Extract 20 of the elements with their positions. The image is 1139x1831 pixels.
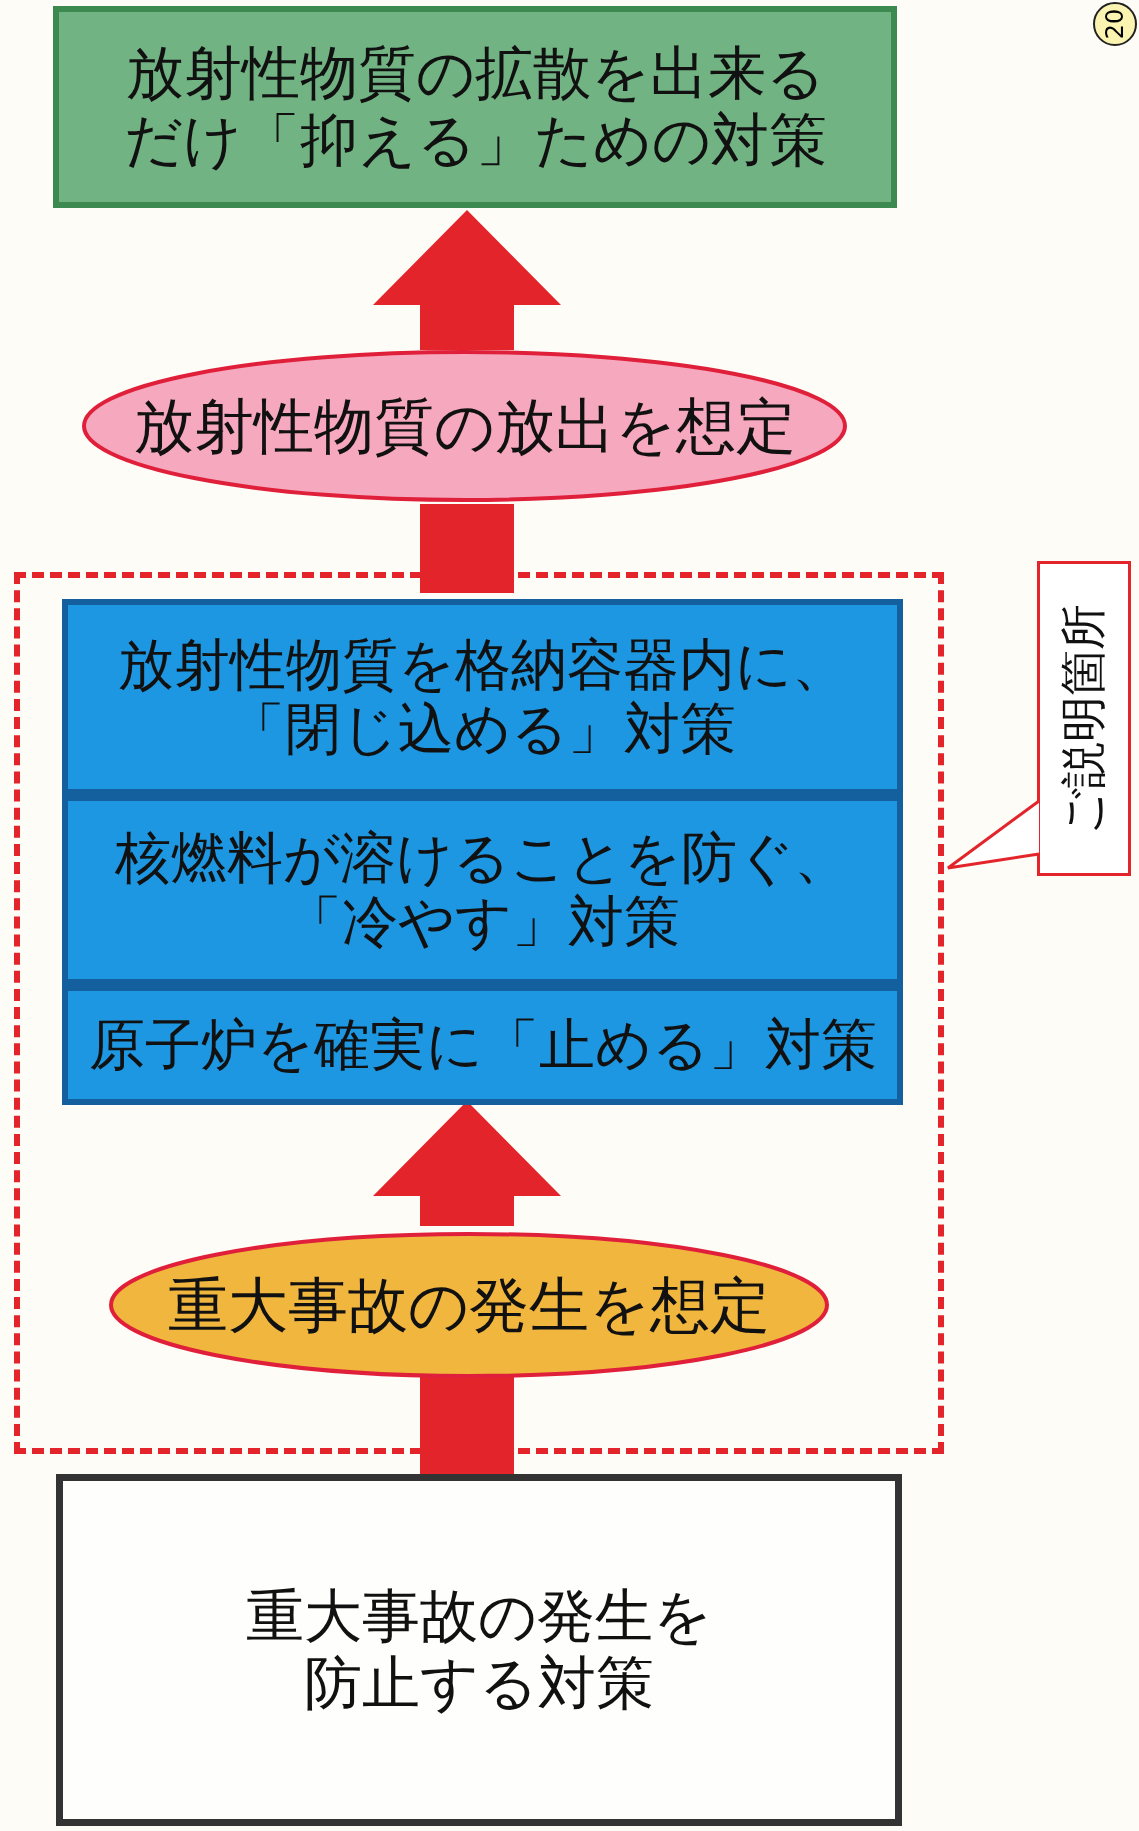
arrow-shaft: [420, 1374, 514, 1474]
box-label: 放射性物質の拡散を出来るだけ「抑える」ための対策: [122, 40, 828, 174]
box-label: 核燃料が溶けることを防ぐ、「冷やす」対策: [114, 825, 851, 955]
goal-box: [53, 6, 897, 208]
measure-box: [62, 599, 903, 795]
arrow-shaft: [420, 504, 514, 593]
box-label: 放射性物質の放出を想定: [132, 391, 797, 461]
measure-box: [56, 1474, 902, 1826]
box-label: 重大事故の発生を想定: [167, 1270, 771, 1340]
box-label: ご説明箇所: [1055, 603, 1111, 834]
assumption-ellipse: [109, 1232, 829, 1378]
assumption-ellipse: [82, 350, 847, 502]
box-label: 原子炉を確実に「止める」対策: [87, 1012, 878, 1078]
measure-box: [62, 985, 903, 1105]
page-number: 20: [1093, 2, 1137, 46]
block-arrow: [373, 210, 561, 350]
dashed-frame: [14, 572, 944, 1454]
box-label: 重大事故の発生を防止する対策: [245, 1583, 713, 1717]
box-label: 放射性物質を格納容器内に、「閉じ込める」対策: [116, 632, 849, 762]
callout-pointer: [946, 799, 1041, 870]
